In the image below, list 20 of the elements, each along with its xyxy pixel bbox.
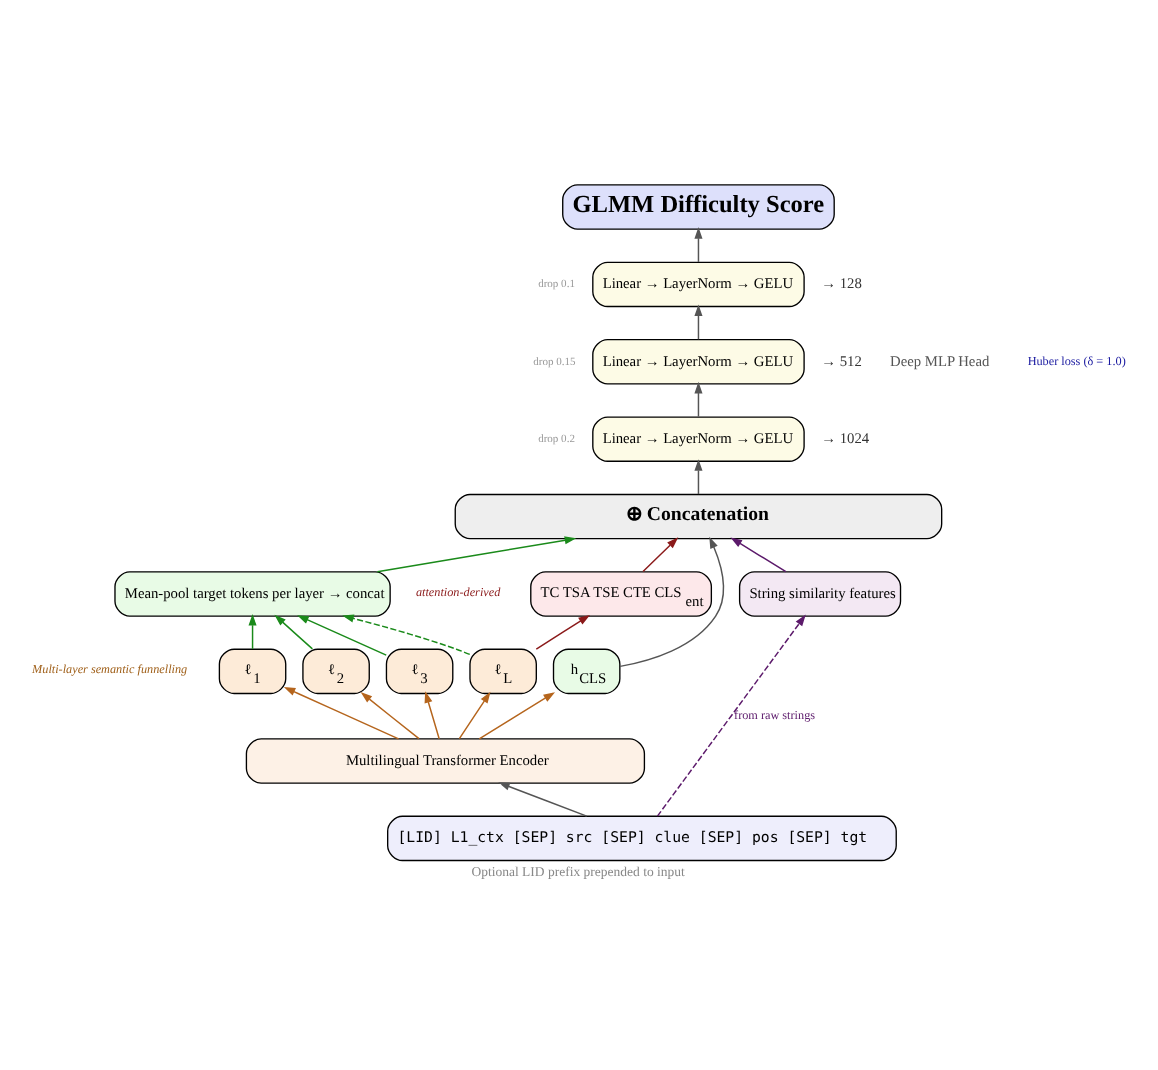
arrow xyxy=(342,614,471,656)
arrow xyxy=(656,614,806,817)
arrow xyxy=(619,536,725,668)
node-box: GLMM Difficulty Score xyxy=(562,184,835,230)
arrow xyxy=(283,686,400,740)
arrow xyxy=(274,614,314,650)
arrow xyxy=(642,537,679,573)
arrow xyxy=(478,692,555,740)
node-box: ⊕ Concatenation xyxy=(454,493,943,540)
arrow xyxy=(360,692,420,740)
arrow xyxy=(694,459,703,495)
arrow xyxy=(694,304,703,341)
arrow xyxy=(248,614,257,650)
arrow xyxy=(694,227,703,263)
arrow xyxy=(535,614,591,650)
arrow xyxy=(376,536,577,573)
arrow xyxy=(694,381,703,418)
arrow xyxy=(458,691,491,740)
arrow xyxy=(424,691,440,740)
arrow xyxy=(297,615,387,656)
